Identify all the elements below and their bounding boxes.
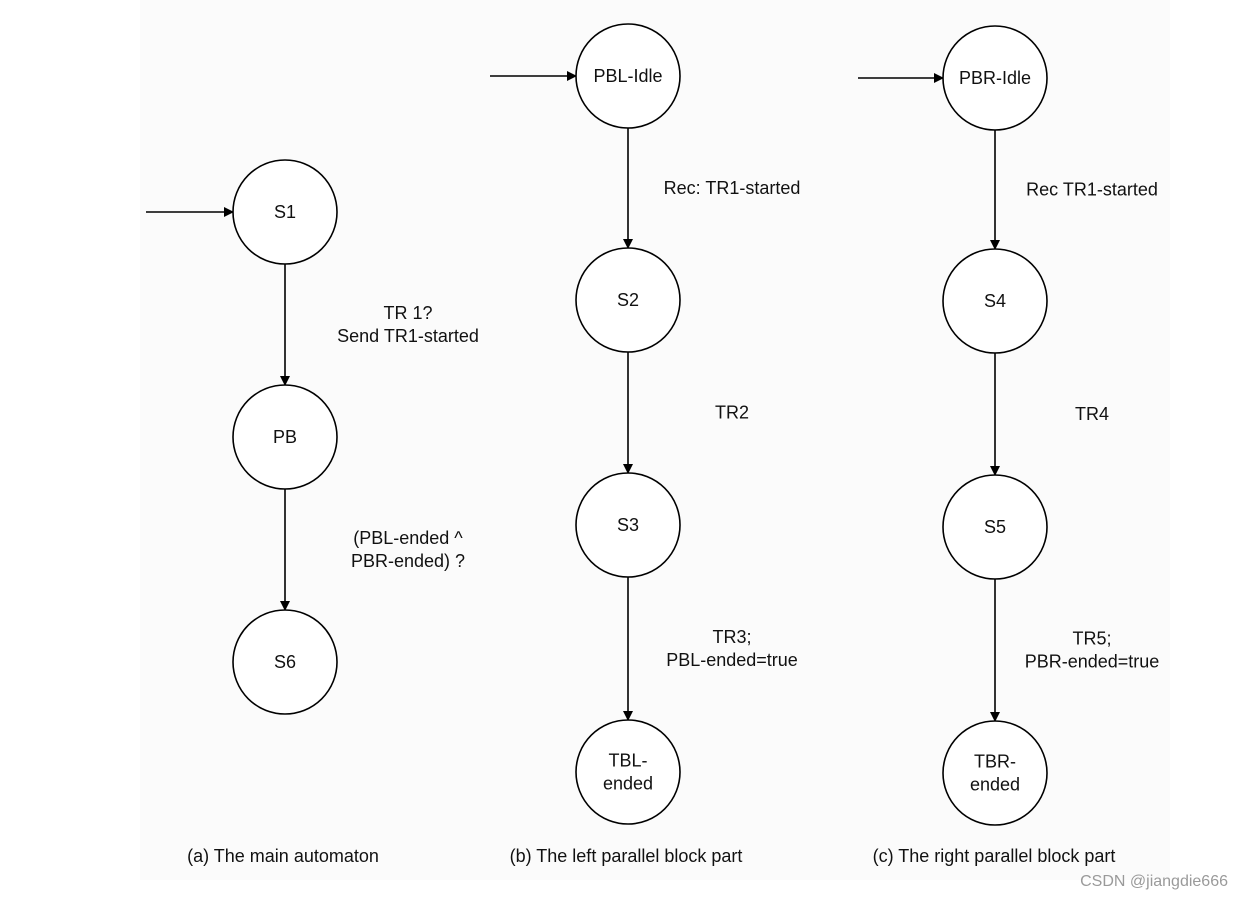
state-label-line: S1 [274,202,296,222]
state-label: S5 [984,517,1006,537]
state-circle [942,25,1048,131]
transition-label-line: Send TR1-started [337,326,479,346]
transition-label-line: PBL-ended=true [666,650,798,670]
state-circle [575,247,681,353]
state-label-line: S6 [274,652,296,672]
state-label-line: ended [603,774,653,794]
state-label-line: ended [970,775,1020,795]
state-node-pbl-idle: PBL-Idle [575,23,681,129]
state-label-line: PB [273,427,297,447]
transition-label-line: Rec: TR1-started [664,178,801,198]
panel-caption-main: (a) The main automaton [187,846,379,866]
transition-label-line: TR5; [1072,629,1111,649]
transition-label-pbl-idle-to-s2: Rec: TR1-started [664,178,801,198]
transition-label-line: TR3; [712,627,751,647]
state-node-pb: PB [232,384,338,490]
state-node-tbr-ended: TBR-ended [942,720,1048,826]
state-circle [942,248,1048,354]
transition-label-s2-to-s3: TR2 [715,403,749,423]
transition-label-s3-to-tbl-ended: TR3; PBL-ended=true [666,627,798,670]
state-circle [575,472,681,578]
state-node-s4: S4 [942,248,1048,354]
state-label-line: S4 [984,291,1006,311]
transition-label-pb-to-s6: (PBL-ended ^ PBR-ended) ? [351,528,465,571]
state-circle [232,159,338,265]
state-label: S2 [617,290,639,310]
state-circle [942,474,1048,580]
transition-label-line: PBR-ended) ? [351,551,465,571]
state-label: TBL-ended [603,751,653,794]
state-label: S1 [274,202,296,222]
transition-label-line: PBR-ended=true [1025,652,1160,672]
state-label: TBR-ended [970,752,1020,795]
state-label: PBR-Idle [959,68,1031,88]
state-label-line: TBR- [974,752,1016,772]
state-label-line: S5 [984,517,1006,537]
transition-label-line: TR4 [1075,404,1109,424]
state-node-s6: S6 [232,609,338,715]
panel-caption-left: (b) The left parallel block part [510,846,743,866]
state-label: PB [273,427,297,447]
state-label: S3 [617,515,639,535]
state-label: S4 [984,291,1006,311]
transition-label-s4-to-s5: TR4 [1075,404,1109,424]
state-circle [575,23,681,129]
state-node-tbl-ended: TBL-ended [575,719,681,825]
state-node-s3: S3 [575,472,681,578]
state-label-line: PBL-Idle [593,66,662,86]
state-circle [942,720,1048,826]
watermark: CSDN @jiangdie666 [1080,873,1228,890]
state-node-s5: S5 [942,474,1048,580]
state-node-s2: S2 [575,247,681,353]
panel-caption-right: (c) The right parallel block part [873,846,1116,866]
transition-label-s1-to-pb: TR 1? Send TR1-started [337,303,479,346]
state-label-line: S3 [617,515,639,535]
transition-label-line: TR 1? [383,303,432,323]
state-circle [232,384,338,490]
diagram-layer: TR 1? Send TR1-started (PBL-ended ^ PBR-end… [146,23,1160,866]
state-label: S6 [274,652,296,672]
transition-label-line: (PBL-ended ^ [353,528,463,548]
transition-label-s5-to-tbr-ended: TR5; PBR-ended=true [1025,629,1160,672]
transition-label-line: Rec TR1-started [1026,180,1158,200]
transition-label-pbr-idle-to-s4: Rec TR1-started [1026,180,1158,200]
state-circle [575,719,681,825]
panel-main: TR 1? Send TR1-started (PBL-ended ^ PBR-end… [146,159,479,866]
state-node-pbr-idle: PBR-Idle [942,25,1048,131]
state-label-line: S2 [617,290,639,310]
state-label: PBL-Idle [593,66,662,86]
state-label-line: TBL- [608,751,647,771]
state-label-line: PBR-Idle [959,68,1031,88]
transition-label-line: TR2 [715,403,749,423]
state-circle [232,609,338,715]
state-node-s1: S1 [232,159,338,265]
